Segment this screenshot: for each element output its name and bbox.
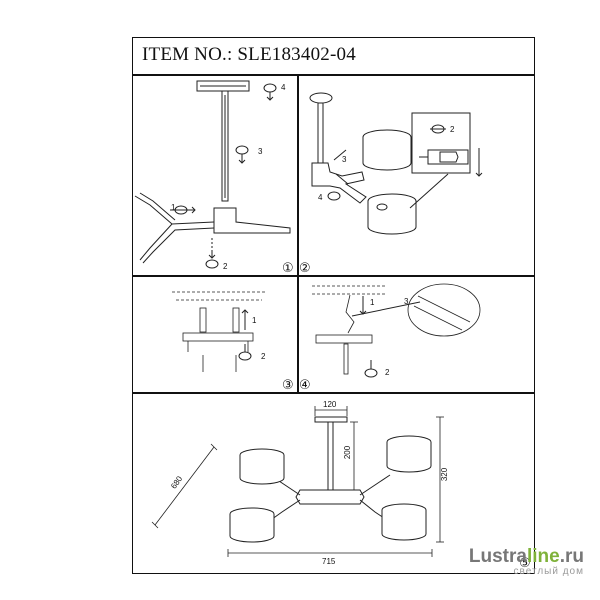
step-label-1: 1 <box>171 203 176 212</box>
dimension-height: 320 <box>440 467 450 482</box>
panel-marker-4: ④ <box>299 378 311 393</box>
instruction-sheet-frame <box>132 37 535 574</box>
step-label-2: 2 <box>450 125 455 134</box>
dimension-width: 715 <box>322 557 336 566</box>
dimension-rod: 200 <box>343 445 353 460</box>
step-label-3: 3 <box>258 147 263 156</box>
title-divider <box>132 74 535 76</box>
step-label-2: 2 <box>385 368 390 377</box>
step-label-4: 4 <box>318 193 323 202</box>
step-label-2: 2 <box>261 352 266 361</box>
watermark-logo: Lustraline.ru светлый дом <box>468 546 584 577</box>
step-label-3: 3 <box>342 155 347 164</box>
row-divider-2 <box>132 392 535 394</box>
panel-marker-3: ③ <box>282 378 294 393</box>
step-label-2: 2 <box>223 262 228 271</box>
row-divider-1 <box>132 275 535 277</box>
panel-marker-1: ① <box>282 261 294 276</box>
step-label-4: 4 <box>281 83 286 92</box>
step-label-1: 1 <box>370 298 375 307</box>
dimension-canopy: 120 <box>323 400 337 409</box>
item-number-title: ITEM NO.: SLE183402-04 <box>142 44 356 65</box>
step-label-3: 3 <box>404 297 409 306</box>
panel-marker-2: ② <box>299 261 311 276</box>
column-divider <box>297 75 299 392</box>
step-label-1: 1 <box>252 316 257 325</box>
panel-marker-5: ⑤ <box>519 556 531 571</box>
